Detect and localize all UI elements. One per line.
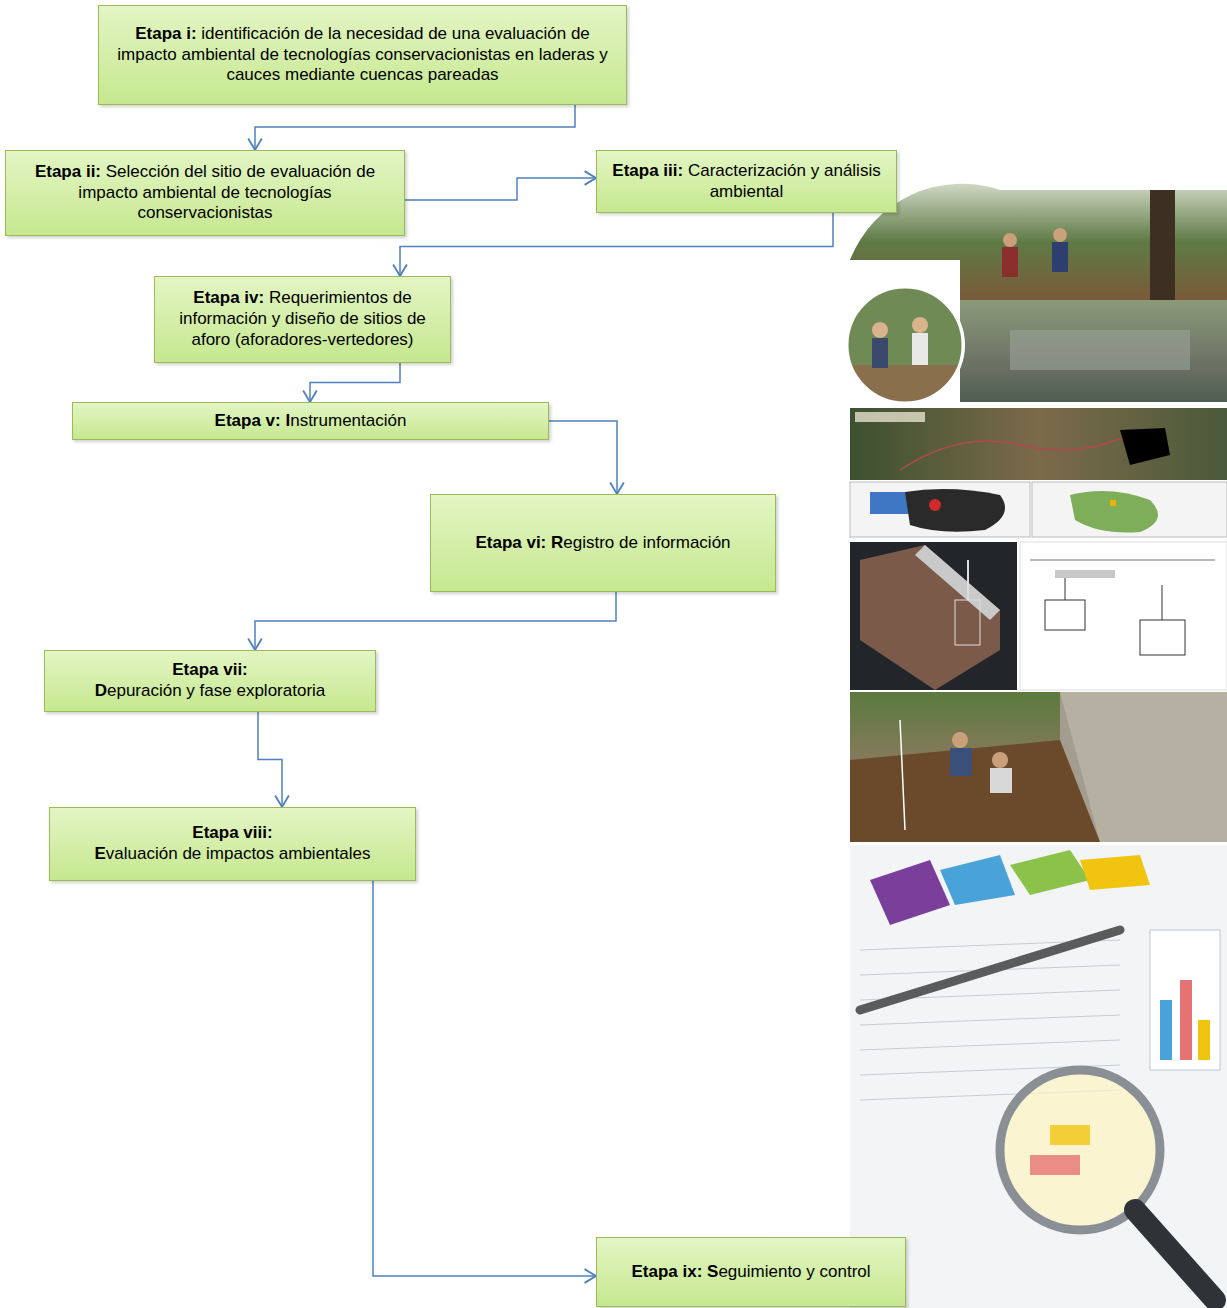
- process-box: Etapa ii: Selección del sitio de evaluac…: [5, 150, 405, 236]
- flow-arrow: [405, 178, 596, 200]
- stage-label: Etapa iv:: [193, 288, 264, 307]
- stage-label: Etapa ix:: [631, 1262, 702, 1281]
- process-box: Etapa i: identificación de la necesidad …: [98, 5, 627, 105]
- flow-arrow: [255, 592, 616, 650]
- field-photos: [845, 184, 1227, 405]
- construction-photo: [850, 692, 1227, 842]
- stage-label: Etapa v:: [215, 411, 281, 430]
- stage-description: Instrumentación: [285, 411, 406, 432]
- box-text: Etapa ix: Seguimiento y control: [631, 1262, 870, 1283]
- design-drawings: [850, 542, 1227, 690]
- stage-label: Etapa vii:: [172, 660, 248, 679]
- stage-label: Etapa vi:: [475, 533, 546, 552]
- flow-arrow: [549, 421, 617, 494]
- process-box: Etapa ix: Seguimiento y control: [596, 1237, 906, 1307]
- stage-description: Registro de información: [551, 533, 731, 554]
- box-text: Etapa v: Instrumentación: [215, 411, 407, 432]
- process-box: Etapa viii: Evaluación de impactos ambie…: [49, 807, 416, 881]
- map-panel: [850, 408, 1227, 537]
- box-text: Etapa vii: Depuración y fase exploratori…: [57, 660, 363, 701]
- stage-description: Evaluación de impactos ambientales: [95, 844, 371, 865]
- stage-label: Etapa viii:: [192, 823, 272, 842]
- flow-arrow: [373, 881, 596, 1276]
- stage-description: Seguimiento y control: [707, 1262, 870, 1283]
- process-box: Etapa iii: Caracterización y análisis am…: [596, 150, 897, 213]
- flow-arrow: [258, 712, 282, 807]
- flow-arrow: [255, 105, 575, 150]
- stage-label: Etapa ii:: [35, 162, 101, 181]
- stage-description: Depuración y fase exploratoria: [95, 681, 326, 702]
- box-text: Etapa ii: Selección del sitio de evaluac…: [18, 162, 392, 224]
- stage-description: Selección del sitio de evaluación de imp…: [78, 162, 375, 222]
- stage-label: Etapa i:: [135, 24, 196, 43]
- box-text: Etapa iv: Requerimientos de información …: [167, 288, 438, 350]
- stage-label: Etapa iii:: [612, 161, 683, 180]
- box-text: Etapa vi: Registro de información: [475, 533, 730, 554]
- flow-arrow: [400, 213, 833, 276]
- box-text: Etapa iii: Caracterización y análisis am…: [609, 161, 884, 202]
- process-box: Etapa vii: Depuración y fase exploratori…: [44, 650, 376, 712]
- flow-arrow: [310, 363, 400, 402]
- box-text: Etapa viii: Evaluación de impactos ambie…: [62, 823, 403, 864]
- stage-description: Caracterización y análisis ambiental: [688, 161, 881, 201]
- box-text: Etapa i: identificación de la necesidad …: [111, 24, 614, 86]
- process-box: Etapa iv: Requerimientos de información …: [154, 276, 451, 363]
- analysis-photo: [850, 845, 1227, 1308]
- process-box: Etapa vi: Registro de información: [430, 494, 776, 592]
- process-box: Etapa v: Instrumentación: [72, 402, 549, 440]
